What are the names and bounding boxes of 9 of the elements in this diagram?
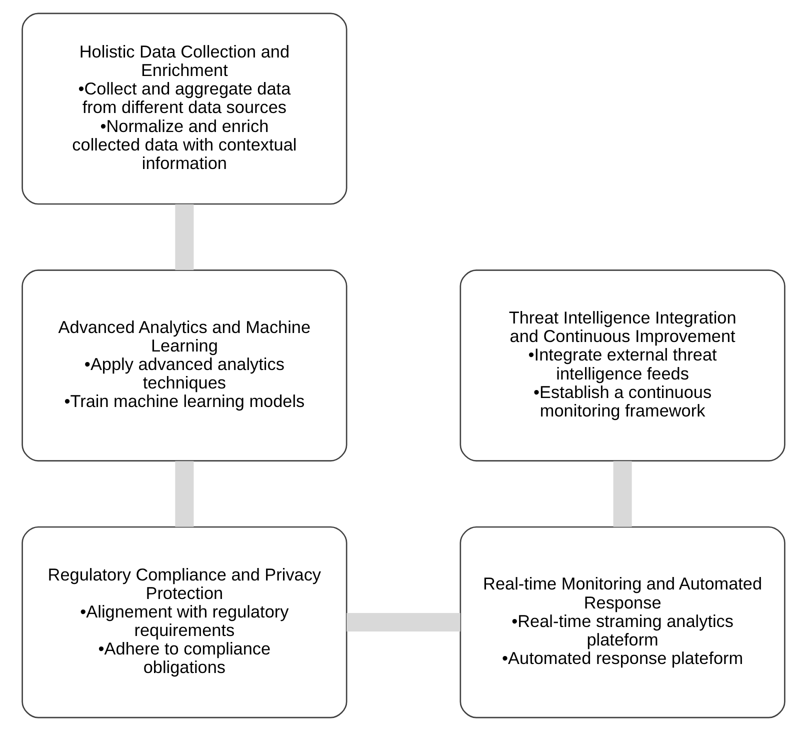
connector — [174, 204, 194, 270]
connector — [174, 461, 194, 527]
node-box: Threat Intelligence Integration and Continuous Improvement •Integrate external threat intelligence feeds •Establish a continuous monitoring framework — [459, 270, 785, 462]
node-box: Regulatory Compliance and Privacy Protection •Alignement with regulatory requirements •Adhere to compliance obligations — [21, 526, 347, 718]
node-box: Advanced Analytics and Machine Learning •Apply advanced analytics techniques •Train machine learning models — [21, 270, 347, 462]
connector — [612, 461, 632, 527]
node-box: Real-time Monitoring and Automated Response •Real-time straming analytics plateform •Automated response plateform — [459, 526, 785, 718]
connector — [346, 613, 460, 632]
node-box: Holistic Data Collection and Enrichment •Collect and aggregate data from different data sources •Normalize and enrich collected data with contextual information — [21, 12, 347, 205]
